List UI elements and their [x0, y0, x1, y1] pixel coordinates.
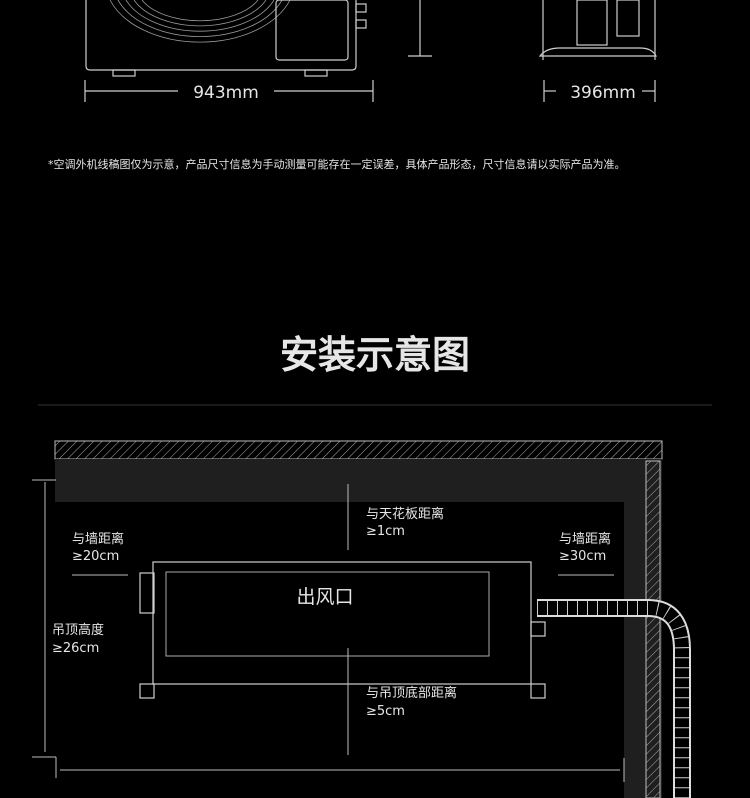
depth-dimension: 396mm — [543, 80, 656, 103]
svg-text:与墙距离: 与墙距离 — [559, 531, 611, 547]
svg-text:与吊顶底部距离: 与吊顶底部距离 — [366, 685, 457, 701]
svg-text:≥20cm: ≥20cm — [72, 549, 119, 564]
svg-text:与天花板距离: 与天花板距离 — [366, 506, 444, 522]
svg-text:吊顶高度: 吊顶高度 — [52, 622, 104, 638]
width-dimension: 943mm — [84, 80, 374, 103]
right-wall-annotation: 与墙距离 ≥30cm — [559, 531, 611, 564]
svg-text:≥30cm: ≥30cm — [559, 549, 606, 564]
ceiling-distance-annotation: 与天花板距离 ≥1cm — [366, 506, 444, 539]
ceiling-slab — [54, 440, 663, 460]
drain-pipe — [537, 599, 691, 798]
bottom-distance-annotation: 与吊顶底部距离 ≥5cm — [366, 685, 457, 719]
outdoor-unit-side-drawing — [538, 0, 657, 60]
ceiling-height-annotation: 吊顶高度 ≥26cm — [52, 622, 104, 656]
outlet-label: 出风口 — [296, 586, 353, 608]
depth-label: 396mm — [570, 83, 636, 103]
left-wall-annotation: 与墙距离 ≥20cm — [72, 531, 124, 564]
svg-text:≥1cm: ≥1cm — [366, 524, 405, 539]
ceiling-gap — [55, 459, 662, 798]
outdoor-unit-front-drawing — [85, 0, 432, 77]
disclaimer-text: *空调外机线稿图仅为示意，产品尺寸信息为手动测量可能存在一定误差，具体产品形态，… — [48, 157, 626, 171]
svg-text:与墙距离: 与墙距离 — [72, 531, 124, 547]
right-wall — [645, 460, 661, 798]
dimension-arrows — [32, 479, 625, 782]
section-title: 安装示意图 — [280, 333, 470, 377]
svg-text:≥26cm: ≥26cm — [52, 641, 99, 656]
width-label: 943mm — [193, 83, 259, 103]
indoor-unit: 出风口 — [139, 561, 546, 699]
svg-text:≥5cm: ≥5cm — [366, 704, 405, 719]
